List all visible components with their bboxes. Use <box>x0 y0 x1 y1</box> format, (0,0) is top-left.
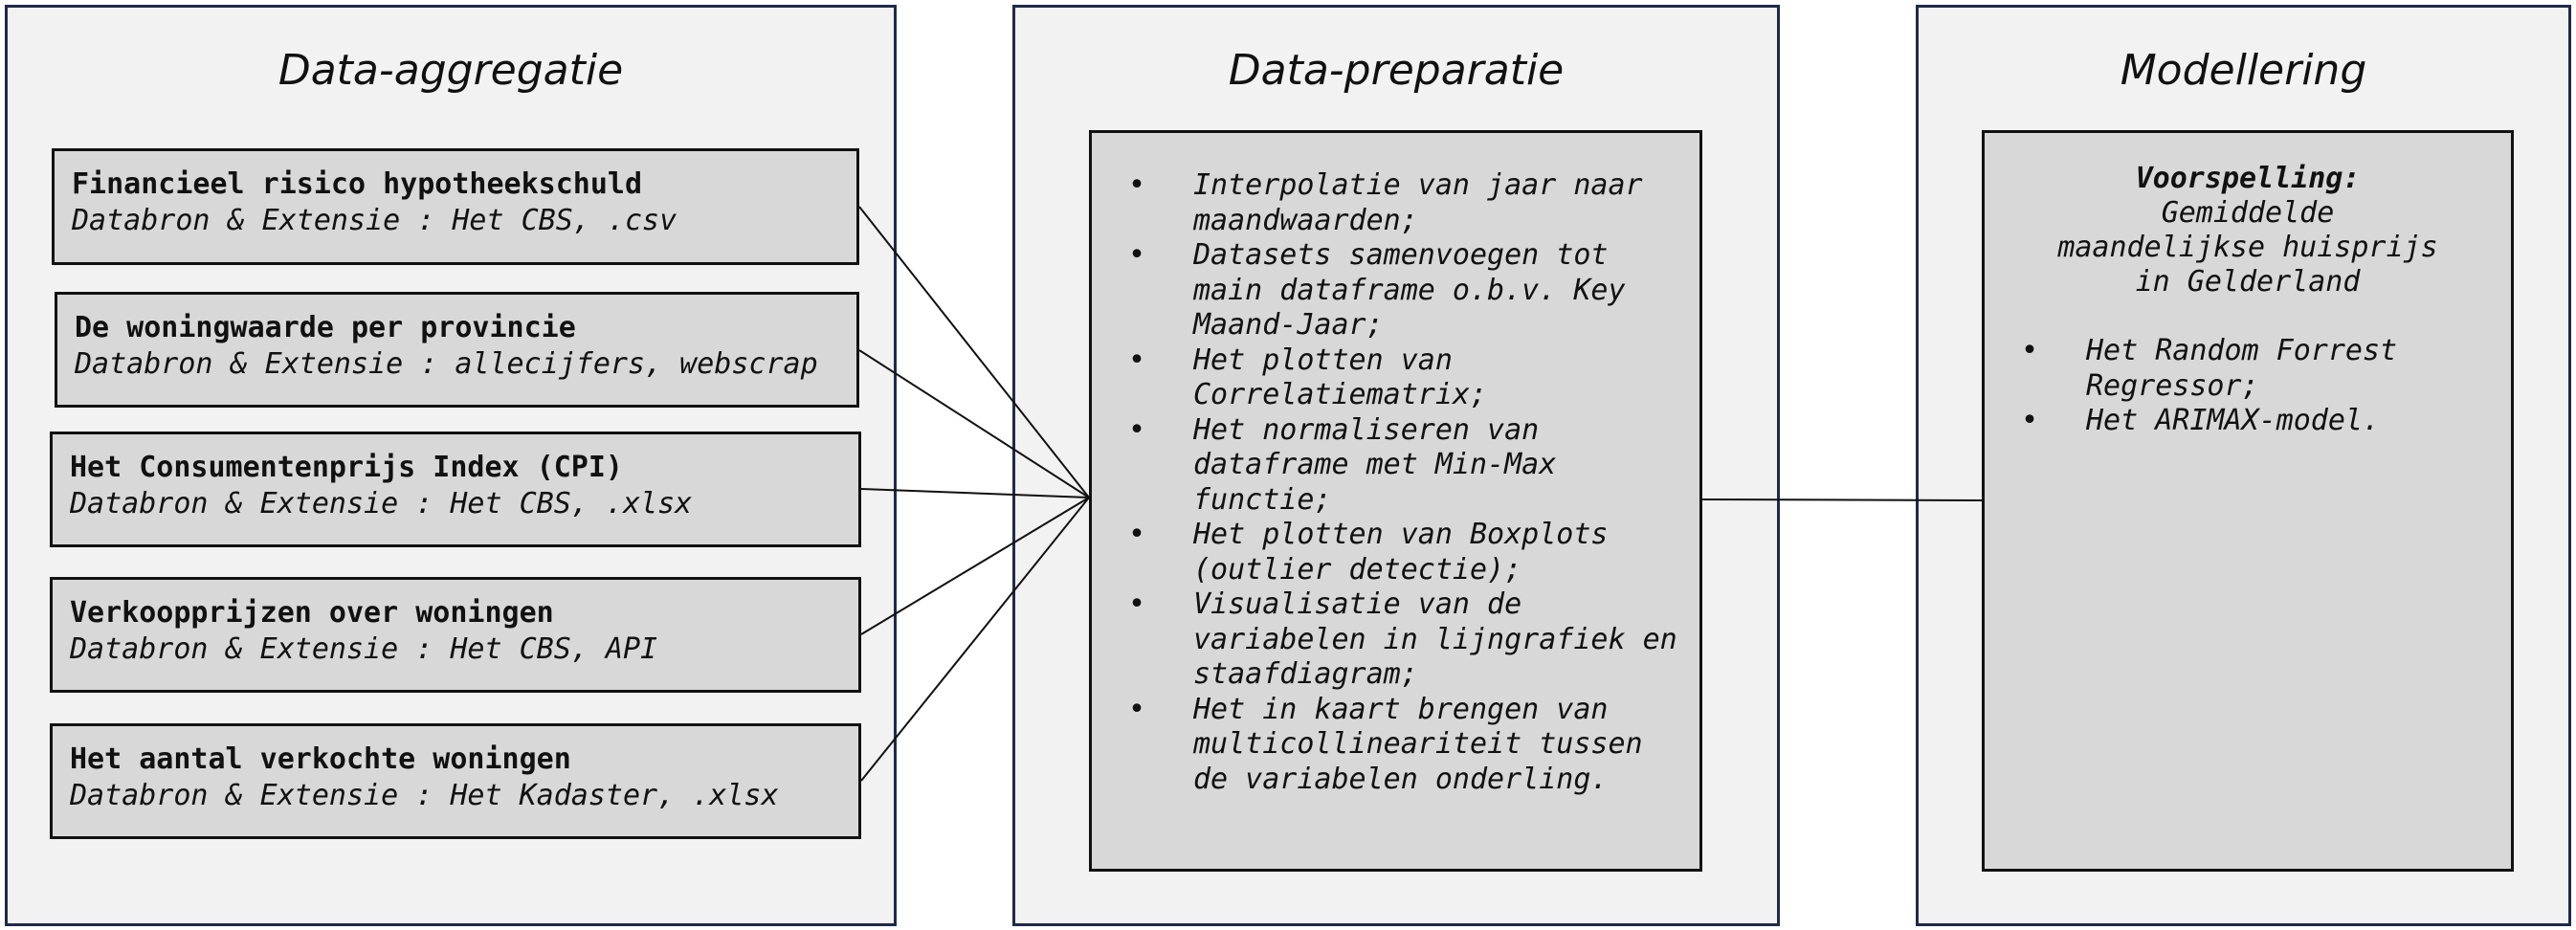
preparation-steps-box: Interpolatie van jaar naarmaandwaarden;D… <box>1089 130 1702 872</box>
bullet-line: maandwaarden; <box>1193 203 1418 237</box>
bullet-line: Regressor; <box>2086 368 2259 403</box>
source-subtitle: Databron & Extensie : Het CBS, .csv <box>72 204 677 237</box>
connector-houses-sold <box>860 497 1090 782</box>
source-title: Financieel risico hypotheekschuld <box>72 167 643 201</box>
source-title: Het Consumentenprijs Index (CPI) <box>70 451 623 484</box>
bullet-line: Het plotten van Boxplots <box>1193 518 1609 551</box>
connector-sale-prices <box>860 497 1090 635</box>
source-subtitle: Databron & Extensie : Het CBS, .xlsx <box>70 487 693 520</box>
source-title: Verkoopprijzen over woningen <box>70 596 554 630</box>
bullet-line: multicollineariteit tussen <box>1193 727 1643 761</box>
bullet-line: (outlier detectie); <box>1193 552 1522 587</box>
bullet-line: Maand-Jaar; <box>1193 308 1384 342</box>
panel-title-aggregation: Data-aggregatie <box>278 46 624 95</box>
bullet-line: de variabelen onderling. <box>1193 762 1609 796</box>
prediction-line: Gemiddelde <box>2161 196 2335 230</box>
bullet-line: functie; <box>1193 482 1332 517</box>
connector-cpi <box>860 488 1090 498</box>
bullet-item: Het plotten van Boxplots(outlier detecti… <box>1092 518 1699 587</box>
bullet-item: Het in kaart brengen vanmulticollinearit… <box>1092 693 1699 798</box>
bullet-line: Visualisatie van de <box>1193 587 1522 621</box>
bullet-line: Het ARIMAX-model. <box>2086 404 2381 437</box>
connector-preparation-modelling <box>1701 498 1983 501</box>
bullet-line: Datasets samenvoegen tot <box>1193 238 1609 272</box>
bullet-line: Het in kaart brengen van <box>1193 692 1609 726</box>
bullet-line: Het Random Forrest <box>2086 334 2398 367</box>
panel-title-preparation: Data-preparatie <box>1228 46 1565 95</box>
bullet-line: Interpolatie van jaar naar <box>1193 168 1643 202</box>
source-subtitle: Databron & Extensie : Het CBS, API <box>70 632 658 666</box>
bullet-line: staafdiagram; <box>1193 657 1418 691</box>
bullet-item: Het ARIMAX-model. <box>1985 404 2511 439</box>
bullet-line: variabelen in lijngrafiek en <box>1193 622 1677 656</box>
source-subtitle: Databron & Extensie : allecijfers, websc… <box>75 347 818 381</box>
source-title: De woningwaarde per provincie <box>75 311 576 344</box>
prediction-label: Voorspelling: <box>2135 162 2361 195</box>
source-title: Het aantal verkochte woningen <box>70 742 571 776</box>
preparation-steps-list: Interpolatie van jaar naarmaandwaarden;D… <box>1092 168 1699 797</box>
bullet-line: Correlatiematrix; <box>1193 378 1488 411</box>
source-box-cpi: Het Consumentenprijs Index (CPI) Databro… <box>50 432 861 547</box>
bullet-line: Het plotten van <box>1193 343 1453 377</box>
bullet-line: main dataframe o.b.v. Key <box>1193 273 1626 307</box>
source-box-sale-prices: Verkoopprijzen over woningen Databron & … <box>50 577 861 693</box>
source-box-mortgage-risk: Financieel risico hypotheekschuld Databr… <box>52 148 859 265</box>
source-box-houses-sold: Het aantal verkochte woningen Databron &… <box>50 723 861 839</box>
panel-title-modelling: Modellering <box>2120 46 2367 95</box>
connector-mortgage-risk <box>858 206 1090 498</box>
bullet-line: dataframe met Min-Max <box>1193 448 1557 481</box>
prediction-line: in Gelderland <box>2135 265 2361 299</box>
prediction-line: maandelijkse huisprijs <box>2057 231 2438 264</box>
source-subtitle: Databron & Extensie : Het Kadaster, .xls… <box>70 779 779 812</box>
source-box-housing-value: De woningwaarde per provincie Databron &… <box>55 292 859 408</box>
bullet-line: Het normaliseren van <box>1193 412 1540 447</box>
connector-housing-value <box>858 349 1090 498</box>
